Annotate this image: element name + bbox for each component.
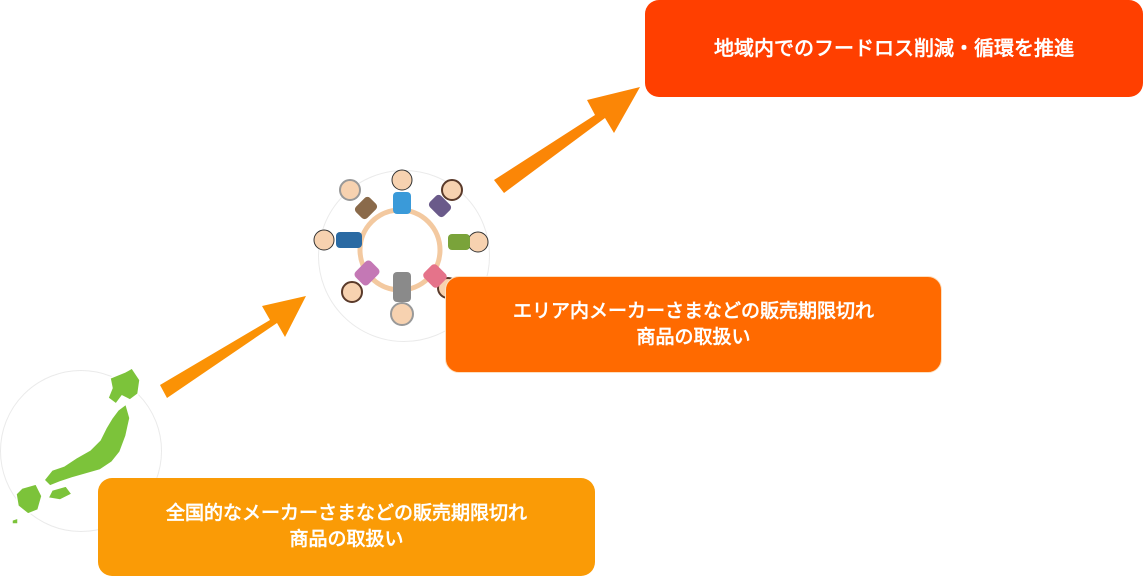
regional-products-box: エリア内メーカーさまなどの販売期限切れ 商品の取扱い bbox=[445, 276, 942, 373]
national-products-line1: 全国的なメーカーさまなどの販売期限切れ bbox=[165, 502, 527, 525]
japan-map-icon bbox=[11, 367, 141, 525]
arrow-2 bbox=[494, 87, 640, 193]
national-products-line2: 商品の取扱い bbox=[289, 528, 404, 550]
arrow-icon bbox=[494, 87, 640, 193]
japan-circle-outline bbox=[0, 370, 162, 532]
arrow-1 bbox=[160, 296, 306, 398]
national-products-box: 全国的なメーカーさまなどの販売期限切れ 商品の取扱い bbox=[98, 478, 595, 576]
arrow-icon bbox=[160, 296, 306, 398]
regional-products-line1: エリア内メーカーさまなどの販売期限切れ bbox=[512, 299, 874, 322]
people-circle-icon bbox=[313, 169, 489, 326]
goal-box: 地域内でのフードロス削減・循環を推進 bbox=[645, 0, 1143, 97]
goal-text: 地域内でのフードロス削減・循環を推進 bbox=[714, 36, 1074, 60]
regional-products-line2: 商品の取扱い bbox=[636, 325, 751, 348]
